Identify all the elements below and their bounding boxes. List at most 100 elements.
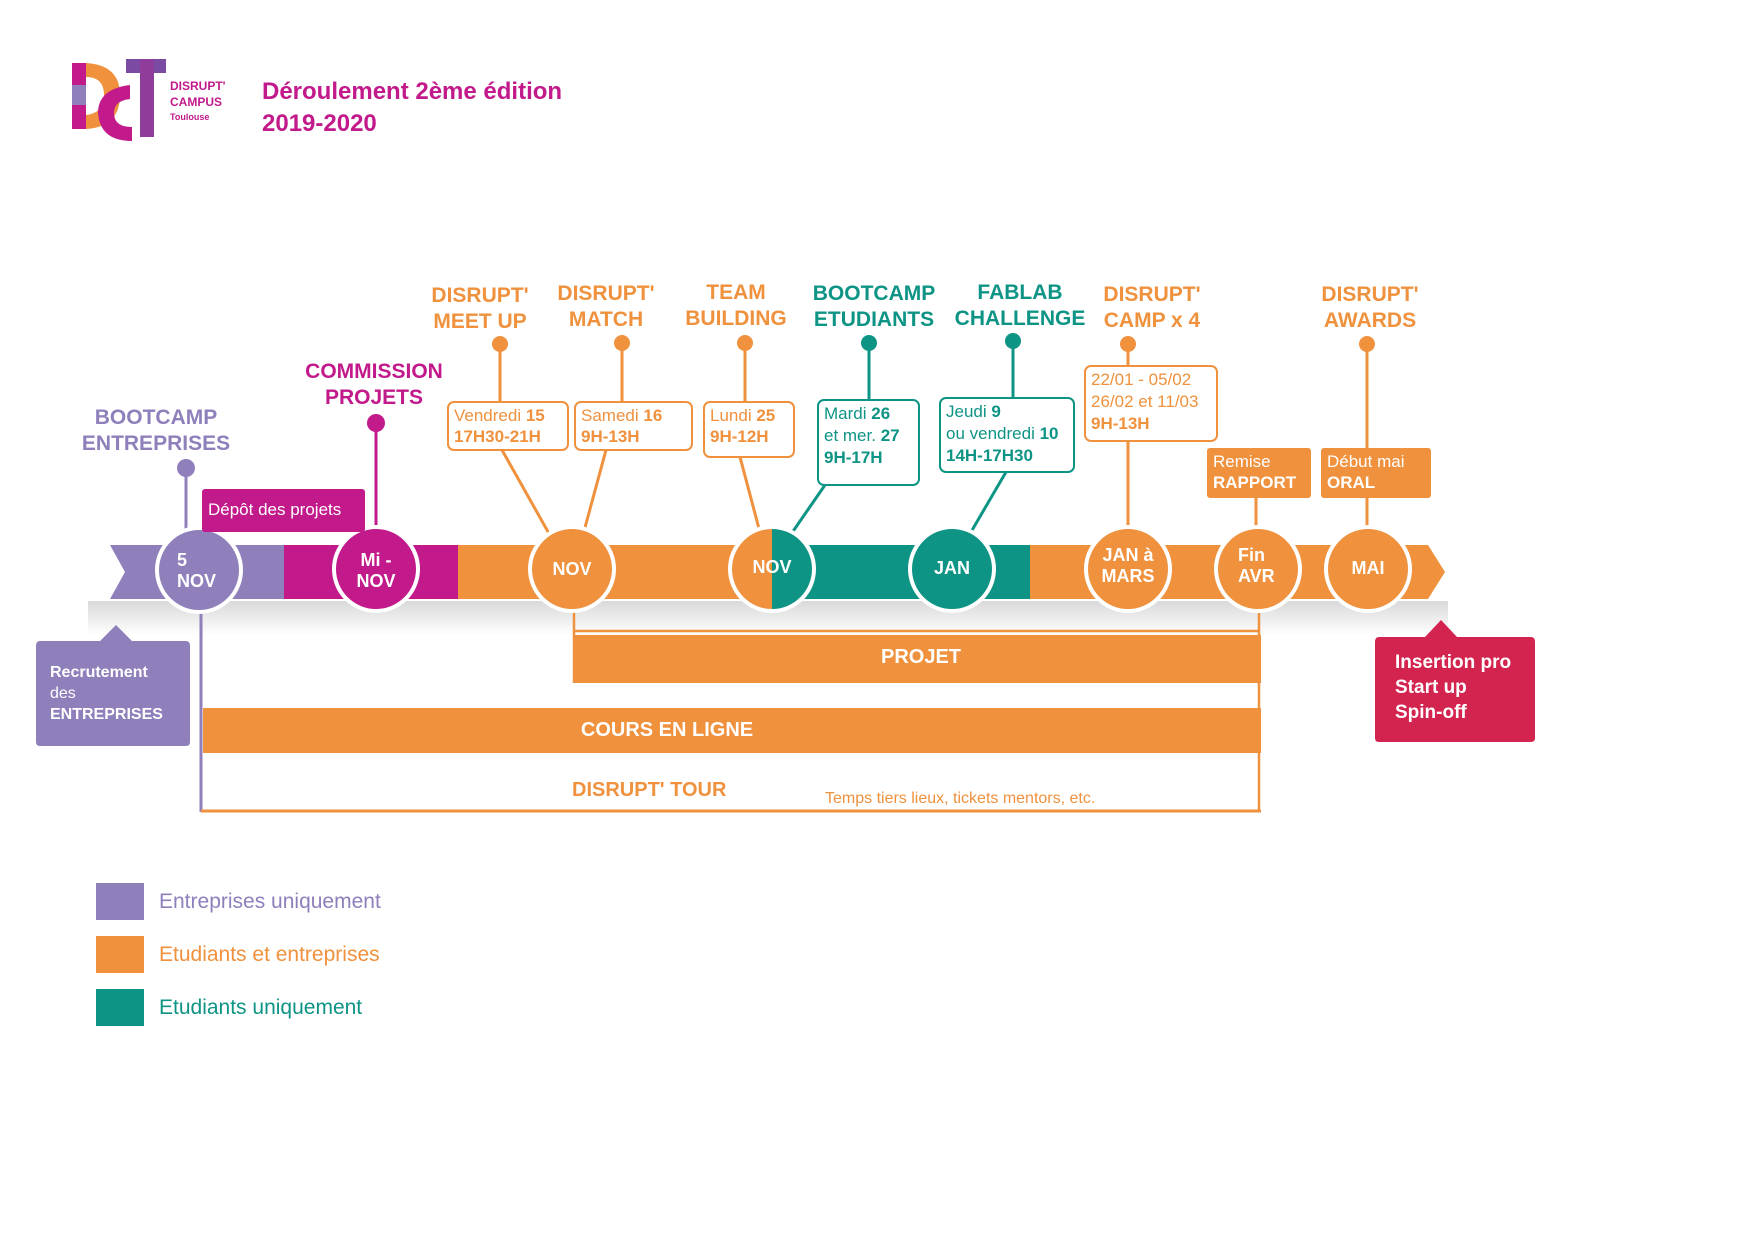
event-fablab-challenge: FABLAB CHALLENGE [954, 281, 1086, 330]
pin-fablab [1005, 333, 1021, 349]
milestone-nov2-right [772, 527, 814, 611]
milestone-nov2-ring [728, 525, 816, 613]
pin-camp [1120, 336, 1136, 352]
logo-line1: DISRUPT' [170, 79, 226, 93]
bootcamp-etud-daynum: 26 [871, 404, 891, 423]
logo-line2: CAMPUS [170, 95, 223, 109]
dct-logo-icon [72, 59, 166, 141]
recrutement-line3: ENTREPRISES [50, 706, 163, 723]
milestone-jan [908, 525, 996, 613]
milestone-label-finavr: Fin AVR [1238, 545, 1275, 586]
match-date-box: Samedi 16 9H-13H [574, 401, 693, 451]
milestone-nov1 [528, 525, 616, 613]
title-line1: Déroulement 2ème édition [262, 78, 563, 105]
milestone-janmars [1084, 525, 1172, 613]
camp-time: 9H-13H [1091, 414, 1150, 433]
page-title: Déroulement 2ème édition 2019-2020 [262, 76, 562, 140]
pin-bootcamp-etud [861, 335, 877, 351]
legend: Entreprises uniquement Etudiants et entr… [96, 883, 381, 1026]
bootcamp-etud-date-box: Mardi 26 et mer. 27 9H-17H [817, 399, 920, 486]
oral-line2: ORAL [1327, 473, 1376, 492]
event-bootcamp-entreprises: BOOTCAMP ENTREPRISES [81, 406, 231, 455]
match-time: 9H-13H [581, 427, 640, 446]
connectors [177, 333, 1375, 813]
bootcamp-etud-time: 9H-17H [824, 448, 883, 467]
fablab-day2: ou vendredi [946, 424, 1040, 443]
title-line2: 2019-2020 [262, 110, 377, 137]
legend-item: Etudiants et entreprises [96, 936, 381, 973]
legend-swatch [96, 883, 144, 920]
fablab-date-box: Jeudi 9 ou vendredi 10 14H-17H30 [939, 397, 1075, 473]
camp-dates1: 22/01 - 05/02 [1091, 370, 1192, 389]
meetup-daynum: 15 [525, 406, 545, 425]
milestone-label-5nov: 5 NOV [177, 550, 217, 591]
milestones [155, 525, 1412, 614]
insertion-callout: Insertion pro Start up Spin-off [1395, 650, 1511, 725]
meetup-date-box: Vendredi 15 17H30-21H [447, 401, 569, 451]
insertion-line1: Insertion pro [1395, 652, 1512, 673]
milestone-finavr [1214, 525, 1302, 613]
pin-bootcamp-ent [177, 459, 195, 477]
team-daynum: 25 [756, 406, 776, 425]
milestone-label-minov: Mi - NOV [356, 550, 396, 591]
team-date-box: Lundi 25 9H-12H [703, 401, 795, 458]
team-day: Lundi [710, 406, 757, 425]
track-projet-label: PROJET [880, 646, 962, 668]
legend-label: Etudiants uniquement [159, 995, 363, 1019]
event-meet-up: DISRUPT' MEET UP [431, 284, 529, 333]
event-team-building: TEAM BUILDING [685, 281, 787, 330]
legend-swatch [96, 989, 144, 1026]
pin-meetup [492, 336, 508, 352]
track-tour-note: Temps tiers lieux, tickets mentors, etc. [825, 790, 1096, 807]
legend-item: Etudiants uniquement [96, 989, 381, 1026]
milestone-5nov [155, 526, 243, 614]
milestone-label-mai: MAI [1351, 558, 1385, 578]
pin-match [614, 335, 630, 351]
insertion-line3: Spin-off [1395, 702, 1467, 723]
fablab-daynum2: 10 [1039, 424, 1059, 443]
recrutement-line2: des [50, 685, 76, 702]
fablab-daynum: 9 [991, 402, 1001, 421]
pin-team [737, 335, 753, 351]
fablab-time: 14H-17H30 [946, 446, 1033, 465]
event-match: DISRUPT' MATCH [557, 282, 655, 331]
milestone-label-nov2: NOV [752, 557, 792, 577]
camp-dates2: 26/02 et 11/03 [1091, 392, 1199, 411]
pin-awards [1359, 336, 1375, 352]
event-awards: DISRUPT' AWARDS [1321, 283, 1419, 332]
bootcamp-etud-daynum2: 27 [880, 426, 900, 445]
rapport-badge: Remise RAPPORT [1207, 448, 1311, 498]
pin-line-meetup-diag [500, 449, 558, 547]
depot-projets-badge: Dépôt des projets [202, 489, 365, 532]
milestone-nov2-left [730, 527, 772, 611]
event-bootcamp-etudiants: BOOTCAMP ETUDIANTS [812, 282, 936, 331]
event-commission-projets: COMMISSION PROJETS [305, 360, 443, 409]
recrutement-callout-shape [36, 625, 190, 746]
legend-item: Entreprises uniquement [96, 883, 381, 920]
bootcamp-etud-day2: et mer. [824, 426, 881, 445]
milestone-label-janmars: JAN à MARS [1101, 545, 1155, 586]
logo: DISRUPT' CAMPUS Toulouse [68, 55, 238, 150]
track-cours [203, 708, 1261, 753]
rapport-line2: RAPPORT [1213, 473, 1297, 492]
milestone-label-jan: JAN [933, 558, 970, 578]
rapport-line1: Remise [1213, 452, 1271, 471]
pin-line-team-diag [738, 456, 764, 541]
fablab-day: Jeudi [946, 402, 992, 421]
meetup-day: Vendredi [454, 406, 526, 425]
event-camp: DISRUPT' CAMP x 4 [1103, 283, 1201, 332]
timeline-segment-purple [235, 545, 284, 599]
track-projet [573, 635, 1261, 683]
recrutement-callout: Recrutement des ENTREPRISES [50, 662, 163, 725]
team-time: 9H-12H [710, 427, 769, 446]
legend-swatch [96, 936, 144, 973]
track-cours-label: COURS EN LIGNE [580, 719, 754, 741]
pin-commission [367, 414, 385, 432]
depot-projets-text: Dépôt des projets [208, 500, 342, 519]
camp-date-box: 22/01 - 05/02 26/02 et 11/03 9H-13H [1084, 365, 1218, 442]
legend-label: Entreprises uniquement [159, 889, 381, 913]
milestone-mai [1324, 525, 1412, 613]
track-tour-label: DISRUPT' TOUR [572, 779, 727, 801]
milestone-label-nov1: NOV [552, 559, 592, 579]
logo-line3: Toulouse [170, 112, 210, 122]
